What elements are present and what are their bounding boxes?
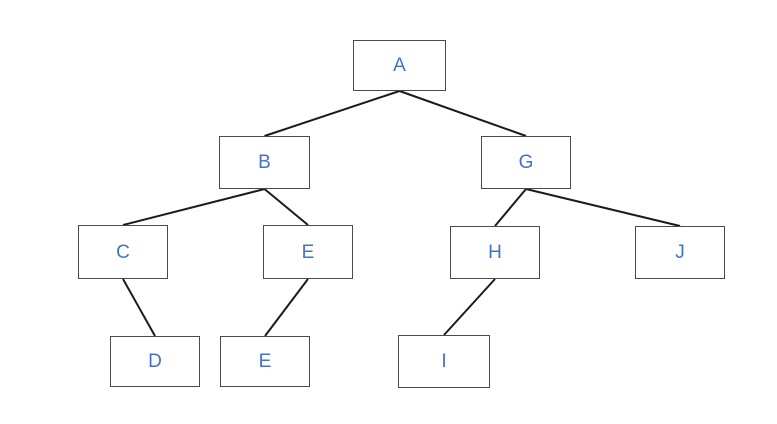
edge-G-J xyxy=(525,188,681,227)
node-E2[interactable]: E xyxy=(220,336,310,387)
edge-A-G xyxy=(399,90,527,137)
node-C[interactable]: C xyxy=(78,225,168,279)
node-label: I xyxy=(441,351,447,372)
node-A[interactable]: A xyxy=(353,40,446,91)
node-D[interactable]: D xyxy=(110,336,200,387)
edge-E1-E2 xyxy=(264,278,309,337)
edge-C-D xyxy=(122,278,156,337)
node-label: B xyxy=(258,152,271,173)
node-I[interactable]: I xyxy=(398,335,490,388)
edge-H-I xyxy=(443,278,496,336)
node-B[interactable]: B xyxy=(219,136,310,189)
node-label: E xyxy=(301,241,315,263)
node-E1[interactable]: E xyxy=(263,225,353,279)
edge-B-C xyxy=(122,188,265,226)
node-label: C xyxy=(116,241,130,263)
node-label: E xyxy=(258,351,272,372)
edge-G-H xyxy=(494,188,527,227)
node-G[interactable]: G xyxy=(481,136,571,189)
node-label: G xyxy=(518,152,534,173)
node-label: H xyxy=(488,242,502,263)
node-label: D xyxy=(148,351,162,372)
edge-A-B xyxy=(264,90,400,137)
node-label: J xyxy=(675,242,685,263)
node-label: A xyxy=(393,55,406,76)
node-J[interactable]: J xyxy=(635,226,725,279)
node-H[interactable]: H xyxy=(450,226,540,279)
edge-B-E1 xyxy=(263,188,309,226)
